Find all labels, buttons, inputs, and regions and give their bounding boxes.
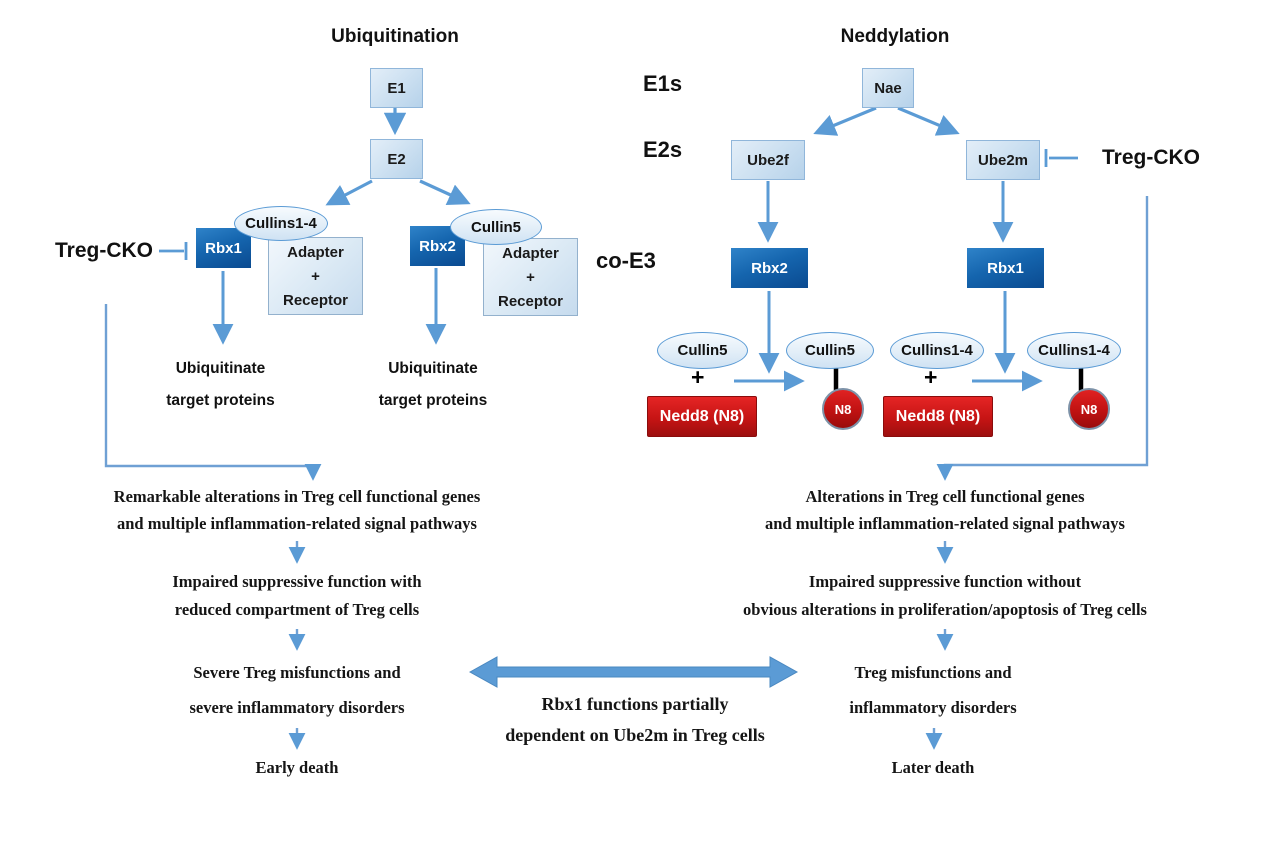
title-ubiquitination: Ubiquitination [331,26,459,47]
flow-left-misfunction-2: severe inflammatory disorders [189,698,405,717]
elbow-tregcko-left-to-flow [104,304,322,481]
flow-left-impaired-1: Impaired suppressive function with [172,572,422,591]
flow-left-misfunction-1: Severe Treg misfunctions and [193,663,401,682]
box-nedd8-right: Nedd8 (N8) [883,396,993,437]
box-nae: Nae [862,68,914,108]
center-note-line1: Rbx1 functions partially [541,694,729,714]
label-treg-cko-right: Treg-CKO [1102,146,1201,169]
title-neddylation: Neddylation [840,26,950,47]
flow-right-impaired-1: Impaired suppressive function without [808,572,1082,591]
box-rbx2-ub: Rbx2 [410,226,465,266]
box-adapter-receptor-2: Adapter + Receptor [483,238,578,316]
adapter-line: Adapter [502,245,559,262]
row-label-e2s: E2s [643,137,683,162]
arrow-nae-to-ube2m [897,106,960,136]
box-nedd8-left: Nedd8 (N8) [647,396,757,437]
flow-left-impaired-2: reduced compartment of Treg cells [174,600,420,619]
plus-line: + [311,268,320,285]
box-ube2f: Ube2f [731,140,805,180]
flow-right-death: Later death [891,758,975,777]
ellipse-cullin5-ub: Cullin5 [450,209,542,245]
flow-right-misfunction-1: Treg misfunctions and [854,663,1012,682]
flow-right-impaired-2: obvious alterations in proliferation/apo… [743,600,1147,619]
label-treg-cko-left: Treg-CKO [55,239,154,262]
outcome-line1: Ubiquitinate [388,360,478,377]
row-label-e1s: E1s [643,71,683,96]
flow-left-alterations-2: and multiple inflammation-related signal… [117,514,477,533]
plus-sign-right: + [924,364,938,390]
receptor-line: Receptor [282,292,349,309]
center-note-line2: dependent on Ube2m in Treg cells [505,725,765,745]
box-rbx2-ned: Rbx2 [731,248,808,288]
box-e2: E2 [370,139,423,179]
arrow-e2-to-cullins14 [325,179,373,206]
arrow-nae-to-ube2f [813,106,877,136]
box-rbx1-ned: Rbx1 [967,248,1044,288]
flow-left-alterations-1: Remarkable alterations in Treg cell func… [113,487,481,506]
ellipse-cullins1-4-ub: Cullins1-4 [234,206,328,241]
plus-line: + [526,269,535,286]
arrow-e2-to-cullin5 [419,179,471,206]
ellipse-cullin5-substrate: Cullin5 [657,332,748,369]
double-arrow-compare [468,656,799,688]
ellipse-cullin5-product: Cullin5 [786,332,874,369]
box-adapter-receptor-1: Adapter + Receptor [268,237,363,315]
outcome-line2: target proteins [378,392,488,409]
adapter-line: Adapter [287,244,344,261]
outcome-ubiquitinate-2: Ubiquitinate target proteins [313,360,553,410]
circle-n8-left: N8 [822,388,864,430]
elbow-tregcko-right-to-flow [936,196,1149,481]
outcome-line1: Ubiquitinate [175,360,266,377]
flow-right-misfunction-2: inflammatory disorders [849,698,1017,717]
row-label-co-e3: co-E3 [596,248,656,273]
outcome-line2: target proteins [166,392,275,409]
box-rbx1-ub: Rbx1 [196,228,251,268]
flow-right-alterations-1: Alterations in Treg cell functional gene… [805,487,1085,506]
box-e1: E1 [370,68,423,108]
circle-n8-right: N8 [1068,388,1110,430]
flow-left-death: Early death [255,758,339,777]
ellipse-cullins1-4-product: Cullins1-4 [1027,332,1121,369]
box-ube2m: Ube2m [966,140,1040,180]
flow-right-alterations-2: and multiple inflammation-related signal… [765,514,1125,533]
ellipse-cullins1-4-substrate: Cullins1-4 [890,332,984,369]
plus-sign-left: + [691,364,705,390]
outcome-ubiquitinate-1: Ubiquitinate target proteins [98,360,343,410]
receptor-line: Receptor [497,293,564,310]
